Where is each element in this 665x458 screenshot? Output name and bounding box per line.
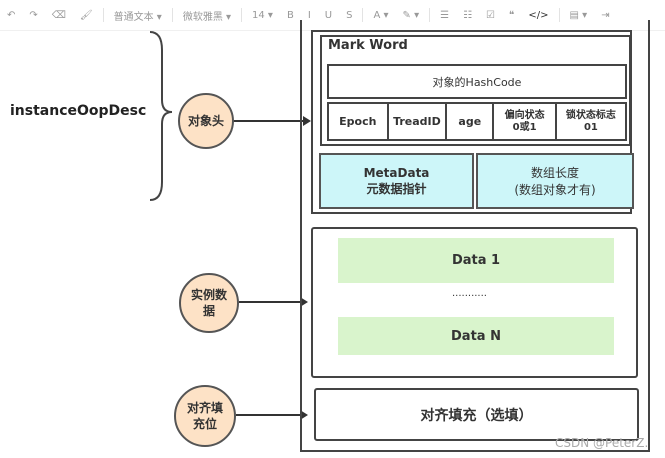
- root-label: instanceOopDesc: [10, 103, 147, 119]
- data-n-cell: Data N: [338, 317, 614, 355]
- padding-circle: 对齐填充位: [174, 385, 236, 447]
- toolbar-separator: [558, 8, 560, 22]
- eraser-icon[interactable]: ⌫: [51, 9, 66, 21]
- toolbar-separator: [171, 8, 173, 22]
- mark-word-label: Mark Word: [328, 38, 408, 53]
- mark-word-cell: TreadID: [389, 104, 448, 139]
- italic-button[interactable]: I: [307, 9, 311, 21]
- undo-icon[interactable]: ↶: [7, 9, 16, 21]
- paragraph-style-dropdown[interactable]: 普通文本 ▾: [113, 11, 162, 23]
- font-family-dropdown[interactable]: 微软雅黑 ▾: [182, 11, 232, 23]
- arrowhead: [300, 410, 308, 420]
- align-dropdown[interactable]: ▤ ▾: [569, 9, 588, 21]
- strikethrough-button[interactable]: S: [346, 9, 353, 21]
- redo-icon[interactable]: ↷: [29, 9, 38, 21]
- hashcode-cell: 对象的HashCode: [327, 64, 627, 99]
- mark-word-cell: 偏向状态 0或1: [494, 104, 557, 139]
- mark-word-cell: Epoch: [329, 104, 389, 139]
- arrowhead: [303, 116, 311, 126]
- array-length-cell: 数组长度 (数组对象才有): [476, 153, 634, 209]
- toolbar-separator: [102, 8, 104, 22]
- font-size-dropdown[interactable]: 14 ▾: [252, 9, 273, 21]
- padding-box: 对齐填充（选填）: [314, 388, 639, 441]
- toolbar-separator: [429, 8, 431, 22]
- instance-data-box: [311, 227, 638, 378]
- data-1-cell: Data 1: [338, 238, 614, 283]
- mark-word-cell: age: [447, 104, 495, 139]
- code-icon[interactable]: </>: [528, 9, 549, 21]
- numbered-list-icon[interactable]: ☷: [463, 9, 473, 21]
- header-circle: 对象头: [178, 93, 234, 149]
- ellipsis: ...........: [452, 288, 487, 299]
- metadata-pointer-cell: MetaData 元数据指针: [319, 153, 474, 209]
- object-outer-box: [300, 20, 650, 452]
- bold-button[interactable]: B: [286, 9, 294, 21]
- object-header-box: [311, 30, 632, 214]
- mark-word-cell: 锁状态标志 01: [565, 109, 616, 133]
- instance-circle: 实例数据: [179, 273, 239, 333]
- checkbox-icon[interactable]: ☑: [486, 9, 496, 21]
- indent-icon[interactable]: ⇥: [601, 9, 610, 21]
- highlight-button[interactable]: ✎ ▾: [402, 9, 420, 21]
- format-painter-icon[interactable]: 🖌: [79, 9, 93, 21]
- quote-icon[interactable]: ❝: [509, 9, 515, 21]
- mark-word-box: [320, 35, 631, 146]
- toolbar-separator: [241, 8, 243, 22]
- bullet-list-icon[interactable]: ☰: [440, 9, 450, 21]
- toolbar-separator: [362, 8, 364, 22]
- font-color-button[interactable]: A ▾: [373, 9, 389, 21]
- arrowhead: [300, 297, 308, 307]
- underline-button[interactable]: U: [324, 9, 333, 21]
- brace: [149, 31, 173, 201]
- watermark: CSDN @PeterZ.: [555, 436, 649, 450]
